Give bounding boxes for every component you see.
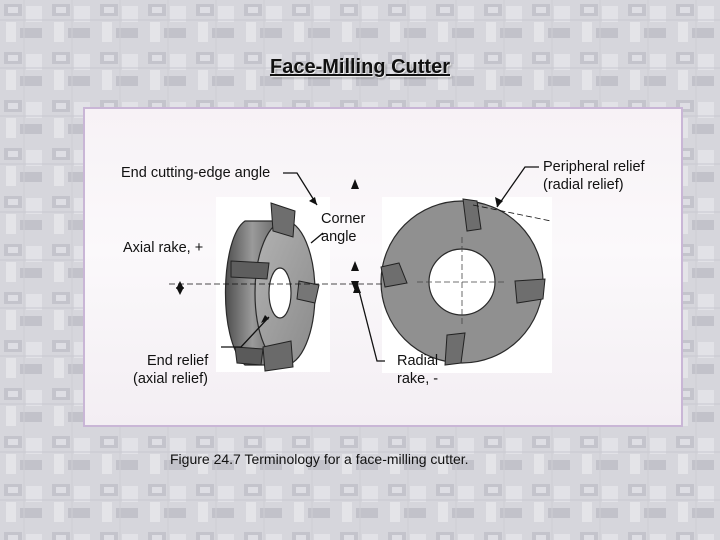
arrowheads bbox=[176, 179, 503, 323]
label-radial-rake-line1: Radial bbox=[397, 353, 438, 369]
label-peripheral-relief-line2: (radial relief) bbox=[543, 177, 624, 193]
label-peripheral-relief-line1: Peripheral relief bbox=[543, 159, 646, 175]
side-view-cutter bbox=[224, 202, 320, 372]
face-milling-cutter-diagram: End cutting-edge angle Corner angle Axia… bbox=[121, 159, 646, 387]
label-corner-angle-line2: angle bbox=[321, 229, 356, 245]
figure-caption: Figure 24.7 Terminology for a face-milli… bbox=[170, 451, 469, 467]
figure-panel: End cutting-edge angle Corner angle Axia… bbox=[83, 107, 683, 427]
label-corner-angle-line1: Corner bbox=[321, 211, 365, 227]
label-end-relief-line1: End relief bbox=[147, 353, 209, 369]
label-axial-rake: Axial rake, + bbox=[123, 240, 203, 256]
label-end-cutting-edge-angle: End cutting-edge angle bbox=[121, 165, 270, 181]
leader-lines bbox=[169, 166, 552, 362]
label-radial-rake-line2: rake, - bbox=[397, 371, 438, 387]
front-view-cutter bbox=[380, 198, 546, 366]
label-end-relief-line2: (axial relief) bbox=[133, 371, 208, 387]
slide-title: Face-Milling Cutter bbox=[269, 56, 450, 78]
